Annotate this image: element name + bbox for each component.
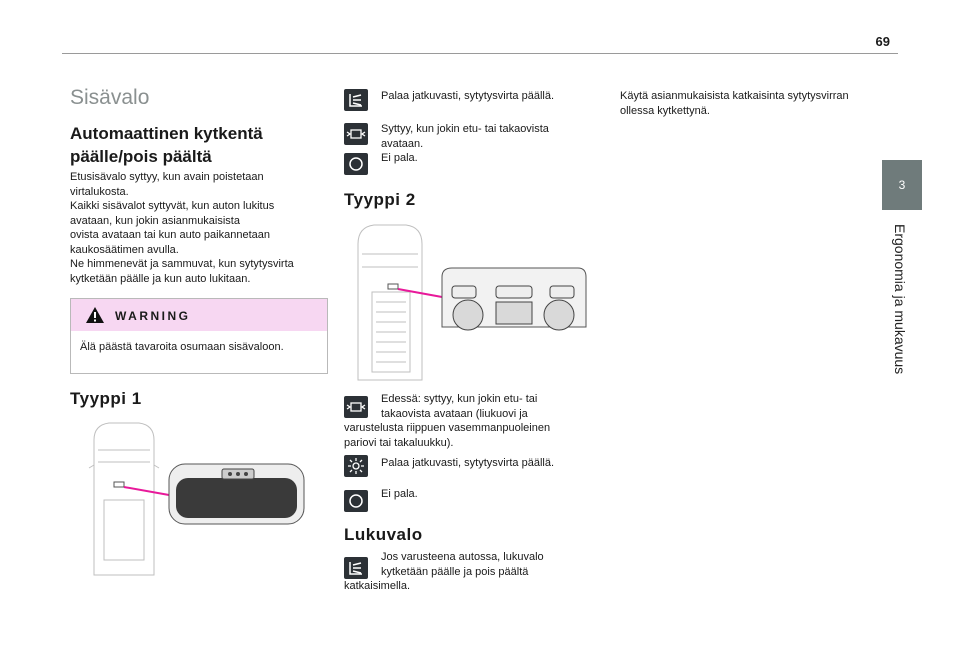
chapter-title-text: Ergonomia ja mukavuus (892, 224, 908, 375)
text-line: Käytä asianmukaisista katkaisinta sytyty… (620, 90, 849, 102)
type1-illustration (88, 422, 305, 576)
off-icon (344, 153, 368, 175)
text-line: Jos varusteena autossa, lukuvalo (381, 551, 544, 563)
text-line: ovista avataan tai kun auto paikannetaan (70, 229, 270, 241)
text-line: avataan, kun jokin asianmukaisista (70, 214, 240, 227)
warning-triangle-icon (86, 307, 104, 323)
door-light-icon (344, 123, 368, 145)
text-line: kytketään päälle ja pois päältä (381, 565, 529, 578)
type2-heading: Tyyppi 2 (344, 190, 416, 209)
page-number: 69 (875, 34, 890, 49)
text-line: ollessa kytkettynä. (620, 104, 710, 117)
text-line: Kaikki sisävalot syttyvät, kun auton luk… (70, 200, 275, 212)
item-text-block: Syttyy, kun jokin etu- tai takaovista av… (381, 122, 581, 151)
text-line: kytketään päälle ja kun auto lukitaan. (70, 272, 251, 285)
text-line: Syttyy, kun jokin etu- tai takaovista (381, 123, 549, 135)
sun-icon (344, 455, 368, 477)
door-light-icon (344, 396, 368, 418)
item-text: Palaa jatkuvasti, sytytysvirta päällä. (381, 90, 555, 102)
text-line: takaovista avataan (liukuovi ja (381, 407, 528, 420)
chapter-title: Ergonomia ja mukavuus (880, 224, 924, 384)
item-text: Palaa jatkuvasti, sytytysvirta päällä. (381, 457, 555, 469)
text-line: varustelusta riippuen vasemmanpuoleinen (344, 422, 551, 434)
text-line: pariovi tai takaluukku). (344, 436, 454, 449)
item-text-block: Jos varusteena autossa, lukuvalo kytketä… (381, 550, 581, 579)
warning-header: WARNING (71, 299, 327, 331)
text-line: Etusisävalo syttyy, kun avain poistetaan (70, 171, 264, 183)
subsection-heading: Automaattinen kytkentä päälle/pois päält… (70, 124, 263, 166)
type2-illustration (357, 224, 587, 381)
reading-light-heading: Lukuvalo (344, 525, 423, 544)
header-rule (62, 53, 898, 54)
text-line: kaukosäätimen avulla. (70, 243, 179, 256)
text-line: Ne himmenevät ja sammuvat, kun sytytysvi… (70, 258, 294, 270)
off-icon (344, 490, 368, 512)
item-text: Ei pala. (381, 488, 418, 500)
light-on-icon (344, 557, 368, 579)
item-text-block: Edessä: syttyy, kun jokin etu- tai takao… (381, 392, 581, 421)
warning-box: WARNING Älä päästä tavaroita osumaan sis… (70, 298, 328, 374)
item-text-block: varustelusta riippuen vasemmanpuoleinen … (344, 421, 584, 450)
warning-title: WARNING (115, 309, 191, 323)
chapter-tab[interactable]: 3 (882, 160, 922, 210)
text-line: Edessä: syttyy, kun jokin etu- tai (381, 393, 538, 405)
light-on-icon (344, 89, 368, 111)
intro-paragraph: Etusisävalo syttyy, kun avain poistetaan… (70, 170, 326, 286)
warning-text: Älä päästä tavaroita osumaan sisävaloon. (80, 341, 284, 353)
section-heading: Sisävalo (70, 86, 150, 109)
text-line: katkaisimella. (344, 580, 411, 592)
type1-heading: Tyyppi 1 (70, 389, 142, 408)
text-line: virtalukosta. (70, 185, 129, 198)
text-line: avataan. (381, 137, 424, 150)
col3-text: Käytä asianmukaisista katkaisinta sytyty… (620, 89, 870, 118)
item-text: Ei pala. (381, 152, 418, 164)
